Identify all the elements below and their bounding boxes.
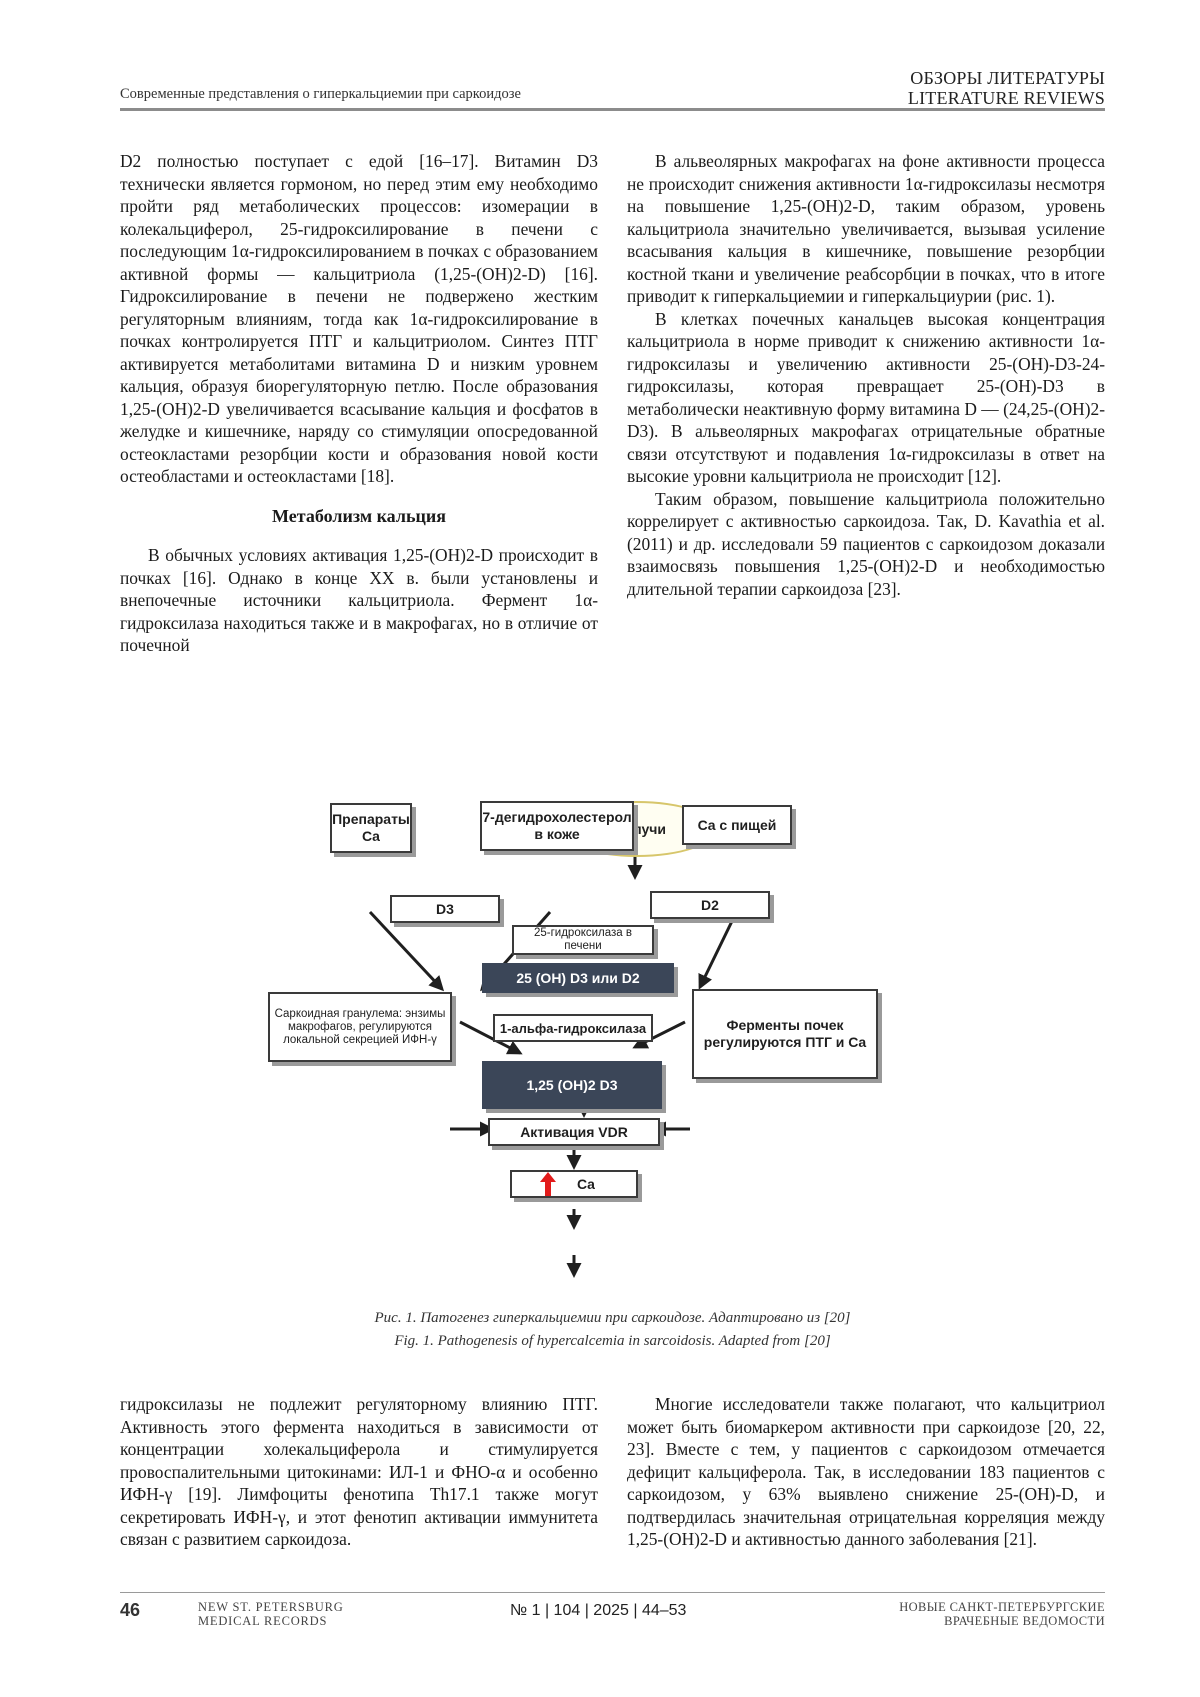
section-label-en: LITERATURE REVIEWS: [907, 88, 1105, 108]
section-label-ru: ОБЗОРЫ ЛИТЕРАТУРЫ: [910, 68, 1105, 88]
paragraph: D2 полностью поступает с едой [16–17]. В…: [120, 151, 598, 486]
d3-node: D3: [390, 895, 500, 923]
journal-name-ru-line: ВРАЧЕБНЫЕ ВЕДОМОСТИ: [944, 1614, 1105, 1628]
sarcoid-granuloma-node: Саркоидная гранулема: энзимы макрофагов,…: [268, 992, 452, 1062]
column-left-top: D2 полностью поступает с едой [16–17]. В…: [120, 150, 598, 657]
paragraph: В обычных условиях активация 1,25-(OH)2-…: [120, 545, 598, 655]
vdr-activation-node: Активация VDR: [488, 1118, 660, 1146]
calcium-supplements-node: Препараты Ca: [330, 803, 412, 853]
paragraph: В клетках почечных канальцев высокая кон…: [627, 308, 1105, 487]
arrow-food-to-d2: [698, 914, 737, 990]
page-number: 46: [120, 1600, 141, 1620]
header-rule: [120, 108, 1105, 111]
increase-arrow-icon: [540, 1172, 556, 1196]
arrow-d3-to-liver: [459, 1020, 523, 1055]
kidney-enzymes-node: Ферменты почек регулируются ПТГ и Ca: [692, 989, 878, 1079]
paragraph: В альвеолярных макрофагах на фоне активн…: [627, 151, 1105, 306]
figure-caption-ru: Рис. 1. Патогенез гиперкальциемии при са…: [374, 1310, 851, 1326]
column-left-bottom: гидроксилазы не подлежит регуляторному в…: [120, 1393, 598, 1551]
issue-info: № 1 | 104 | 2025 | 44–53: [510, 1602, 687, 1619]
paragraph: гидроксилазы не подлежит регуляторному в…: [120, 1394, 598, 1549]
journal-name-ru-line: НОВЫЕ САНКТ-ПЕТЕРБУРГСКИЕ: [899, 1600, 1105, 1614]
section-label: ОБЗОРЫ ЛИТЕРАТУРЫ LITERATURE REVIEWS: [908, 68, 1105, 108]
arrow-prep-to-d3: [368, 910, 445, 992]
journal-name-ru: НОВЫЕ САНКТ-ПЕТЕРБУРГСКИЕ ВРАЧЕБНЫЕ ВЕДО…: [899, 1600, 1105, 1628]
journal-name-en-line: NEW ST. PETERSBURG: [198, 1600, 344, 1614]
calcium-result-node: Ca: [510, 1170, 638, 1198]
calcium-label: Ca: [577, 1175, 595, 1192]
footer-rule: [120, 1592, 1105, 1593]
paragraph: Многие исследователи также полагают, что…: [627, 1394, 1105, 1549]
arrow-d2-to-liver: [632, 1020, 686, 1049]
calcitriol-node: 1,25 (OH)2 D3: [482, 1061, 662, 1109]
running-header-title: Современные представления о гиперкальцие…: [120, 86, 521, 102]
dehydrocholesterol-node: 7-дегидрохолестерол в коже: [480, 801, 634, 851]
calcium-food-node: Ca с пищей: [682, 805, 792, 845]
journal-name-en: NEW ST. PETERSBURG MEDICAL RECORDS: [198, 1600, 344, 1628]
column-right-top: В альвеолярных макрофагах на фоне активн…: [627, 150, 1105, 600]
paragraph: Таким образом, повышение кальцитриола по…: [627, 488, 1105, 599]
column-right-bottom: Многие исследователи также полагают, что…: [627, 1393, 1105, 1551]
journal-name-en-line: MEDICAL RECORDS: [198, 1614, 328, 1628]
section-heading: Метаболизм кальция: [272, 505, 446, 526]
figure-caption-en: Fig. 1. Pathogenesis of hypercalcemia in…: [394, 1333, 831, 1349]
1-alpha-hydroxylase-node: 1-альфа-гидроксилаза: [493, 1014, 653, 1042]
d2-node: D2: [650, 891, 770, 919]
25-oh-d3-d2-node: 25 (OH) D3 или D2: [482, 963, 674, 993]
liver-25-hydroxylase-node: 25-гидроксилаза в печени: [512, 925, 654, 955]
figure-pathogenesis-diagram: УФ-лучи Препараты Ca 7-дегидрохолестерол…: [268, 797, 960, 1303]
